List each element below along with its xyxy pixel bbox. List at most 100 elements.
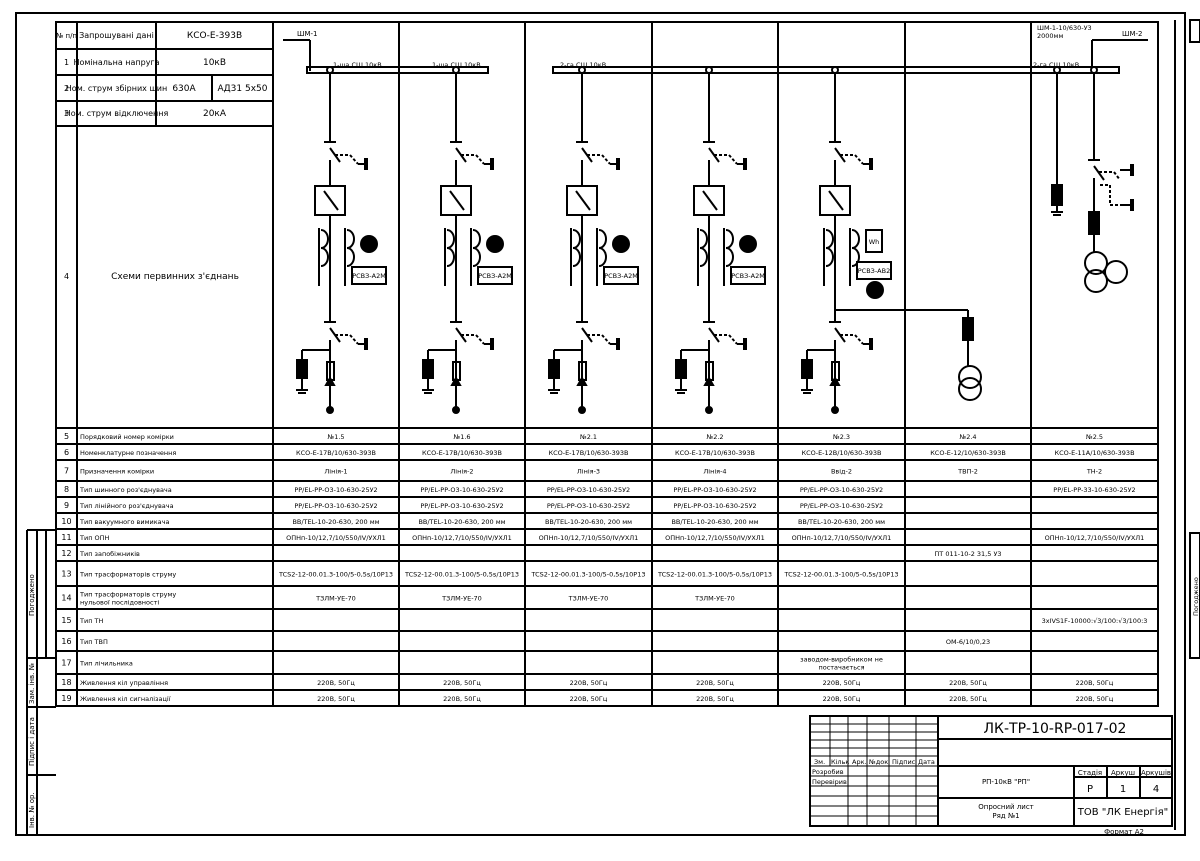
table-cell: 220В, 50Гц [823,679,861,687]
row-label: Тип запобіжників [79,550,140,558]
row-1-value: 10кВ [203,58,226,68]
row-number: 9 [64,501,69,510]
tb-col-signature: Підпис [892,758,916,766]
relay-label-4: РСВЗ-А2М [731,272,765,280]
feeder-tag-left: ШМ-1 [297,30,318,38]
table-cell: ВВ/TEL-10-20-630, 200 мм [418,518,505,526]
relay-label-input: РСВЗ-АВ2 [858,267,890,275]
row-number: 10 [61,517,71,526]
header-block: № п/п Запрошувані дані КСО-Е-393В 1 Номі… [56,22,274,706]
table-cell: ОПНп-10/12,7/10/550/IV/УХЛ1 [792,534,892,542]
row-number: 19 [61,694,71,703]
tb-developed: Розробив [812,768,844,776]
table-cell: №2.4 [958,433,976,441]
relay-label-2: РСВЗ-А2М [478,272,512,280]
indicator-lamp-4 [739,235,757,253]
row-3-num: 3 [64,109,69,118]
row-number: 15 [61,616,71,625]
table-cell: 220В, 50Гц [443,679,481,687]
side-sign-date: Підпис і дата [28,717,36,766]
tb-col-change: Зм. [814,758,825,766]
table-cell: 220В, 50Гц [317,695,355,703]
row-number: 14 [61,594,71,603]
tb-sheets-label: Аркушів [1141,769,1171,777]
table-cell: ОПНп-10/12,7/10/550/IV/УХЛ1 [665,534,765,542]
indicator-lamp-5 [866,281,884,299]
table-cell: ТН-2 [1086,468,1102,476]
tb-sheet: 1 [1120,784,1126,795]
table-cell: 220В, 50Гц [696,679,734,687]
table-cell: РР/EL-PP-О3-10-630-25У2 [294,502,377,510]
table-cell: ВВ/TEL-10-20-630, 200 мм [545,518,632,526]
table-cell: 220В, 50Гц [317,679,355,687]
table-cell: РР/EL-PP-О3-10-630-25У2 [673,486,756,494]
side-agreed: Погоджено [28,574,36,616]
table-cell: КСО-Е-12/10/630-393В [930,449,1006,457]
table-cell: 220В, 50Гц [570,679,608,687]
tb-col-qty: Кільк [831,758,849,766]
table-cell: TCS2-12-00.01.3-100/5-0,5s/10P13 [531,571,646,579]
row-label: Тип вакуумного вимикача [79,518,169,526]
table-cell: КСО-Е-11А/10/630-393В [1054,449,1134,457]
row-1-num: 1 [64,58,69,67]
table-cell: 3хIVS1F-10000:√3/100:√3/100:3 [1042,617,1148,625]
tb-company: ТОВ "ЛК Енергія" [1077,806,1168,818]
table-cell: РР/EL-PP-О3-10-630-25У2 [547,486,630,494]
side-inv-sub: Зам. інв. № [28,663,36,704]
tb-stage-label: Стадія [1078,769,1102,777]
tb-object: РП-10кВ "РП" [982,778,1030,786]
table-cell: РР/EL-PP-О3-10-630-25У2 [800,502,883,510]
row-3-label: Ном. струм відключення [65,109,169,118]
relay-label-3: РСВЗ-А2М [604,272,638,280]
side-agreed-right: Погоджено [1192,577,1200,616]
row-label: Порядковий номер комірки [80,433,174,441]
busbar-label-2: 1-ша СШ 10кВ [432,61,481,69]
row-label: Живлення кіл сигналізації [80,695,171,703]
tb-stage: Р [1087,784,1093,795]
tb-col-docno: №док [868,758,888,766]
table-cell: Лінія-2 [450,468,473,476]
tb-doc-code: ЛК-ТР-10-RP-017-02 [984,721,1127,737]
row-label: Тип шинного роз'єднувача [79,486,172,494]
table-cell: TCS2-12-00.01.3-100/5-0,5s/10P13 [784,571,899,579]
table-cell: ВВ/TEL-10-20-630, 200 мм [671,518,758,526]
table-cell: TCS2-12-00.01.3-100/5-0,5s/10P13 [278,571,393,579]
table-cell: РР/EL-PP-33-10-630-25У2 [1053,486,1135,494]
table-cell: Лінія-1 [324,468,347,476]
cell-column-dividers [398,22,1032,706]
table-cell: ОПНп-10/12,7/10/550/IV/УХЛ1 [539,534,639,542]
side-inv-orig: Інв. № ор. [28,792,36,828]
row-number: 11 [61,533,71,542]
row-number: 17 [61,659,71,668]
row-number: 13 [61,570,71,579]
table-cell: Лінія-4 [703,468,726,476]
feeder-tag-right-line1: ШМ-1-10/630-У3 [1037,24,1092,32]
table-cell: РР/EL-PP-О3-10-630-25У2 [673,502,756,510]
table-cell: РР/EL-PP-О3-10-630-25У2 [294,486,377,494]
table-cell: №2.1 [579,433,597,441]
busbar-label-4: 2-га СШ 10кВ [1033,61,1079,69]
row-2-value-b: АД31 5х50 [217,84,267,94]
tb-sheets: 4 [1153,784,1159,795]
tb-sheet-title-1: Опросний лист [978,803,1034,811]
table-cell: ОМ-6/10/0,23 [946,638,990,646]
row-number: 12 [61,549,71,558]
table-cell: КСО-Е-17В/10/630-393В [422,449,502,457]
table-cell: КСО-Е-17В/10/630-393В [675,449,755,457]
row-number: 5 [64,432,69,441]
row-number: 6 [64,448,69,457]
table-cell: РР/EL-PP-О3-10-630-25У2 [420,502,503,510]
row-2-num: 2 [64,84,69,93]
tb-sheet-label: Аркуш [1111,769,1135,777]
main-table-border [55,21,1159,707]
indicator-lamp-2 [486,235,504,253]
row-label: Тип лінійного роз'єднувача [79,502,174,510]
no-label: № п/п [56,32,77,40]
row-label: Тип лічильника [79,660,133,668]
indicator-lamp-3 [612,235,630,253]
row-2-label: Ном. струм збірних шин [66,84,167,93]
relay-label-1: РСВЗ-А2М [352,272,386,280]
